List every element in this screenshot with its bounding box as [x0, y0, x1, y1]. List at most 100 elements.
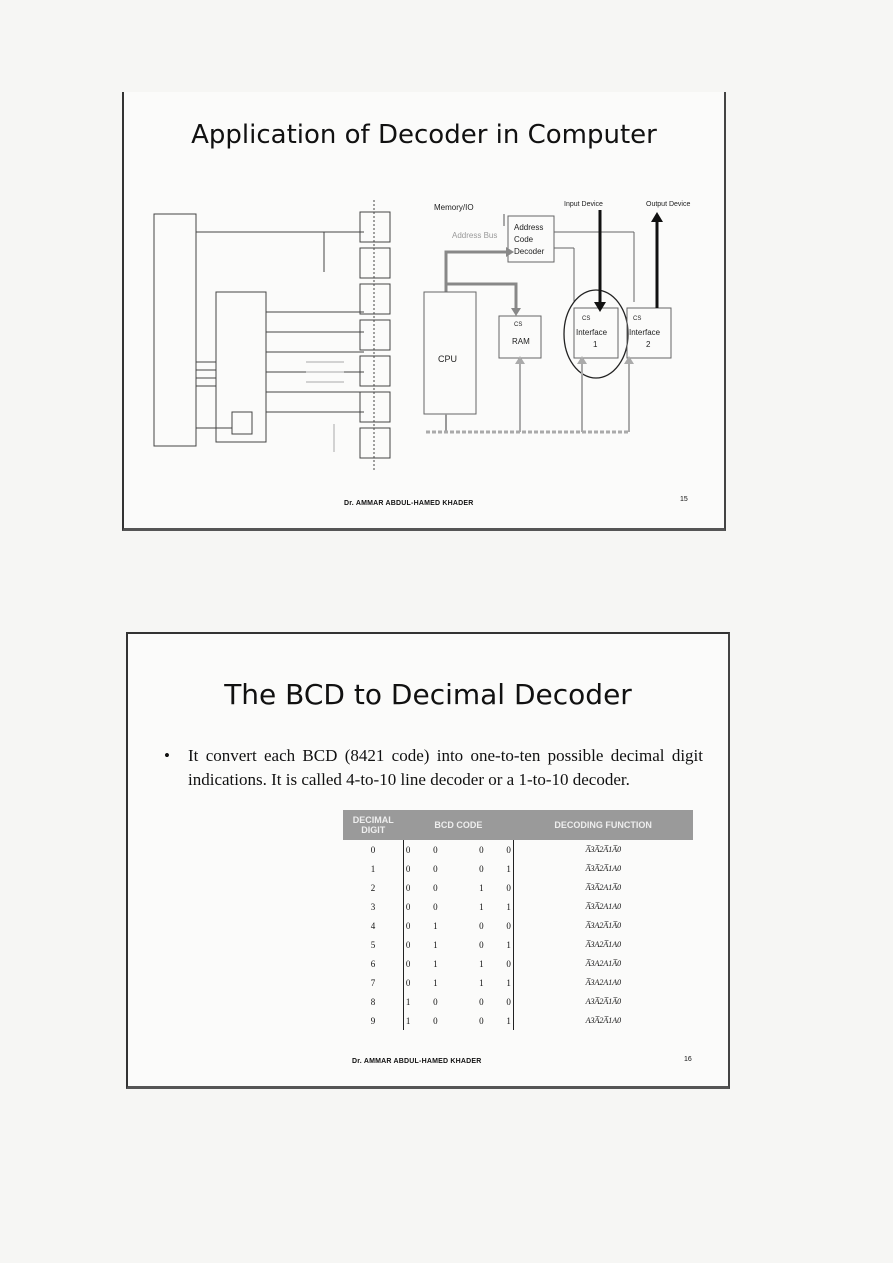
- address-code-decoder-block: [507, 215, 555, 263]
- interface-1-block: [573, 307, 619, 359]
- decoder-label-1: Address: [514, 223, 543, 232]
- bcd-bit-a2-cell: 0: [433, 863, 438, 874]
- decimal-digit-cell: 1: [370, 863, 376, 874]
- decimal-digit-cell: 6: [370, 958, 376, 969]
- decimal-digit-cell: 8: [370, 996, 376, 1007]
- decimal-digit-cell: 4: [370, 920, 376, 931]
- bcd-bit-a3-cell: 0: [403, 840, 413, 859]
- interface-1-cs-label: CS: [582, 316, 590, 322]
- bcd-bit-a0-cell: 1: [506, 1015, 511, 1026]
- bcd-bit-a3-cell: 0: [403, 954, 413, 973]
- bcd-bit-a2-cell: 0: [433, 996, 438, 1007]
- address-bus-arrow: [444, 250, 506, 292]
- slide-title: The BCD to Decimal Decoder: [224, 678, 632, 711]
- memory-chip-1: [359, 211, 391, 243]
- decimal-digit-cell: 0: [370, 844, 376, 855]
- bcd-bit-a0-cell: 0: [506, 920, 511, 931]
- bcd-truth-table: DECIMAL DIGIT BCD CODE DECODING FUNCTION…: [343, 810, 693, 1030]
- ram-label: RAM: [512, 337, 530, 346]
- bcd-bit-a0-cell: 1: [506, 977, 511, 988]
- memory-chip-2: [359, 247, 391, 279]
- memory-chip-7: [359, 427, 391, 459]
- bcd-bit-a2-cell: 1: [433, 977, 438, 988]
- decoding-function-cell: A̅3A̅2A1A̅0: [512, 878, 693, 897]
- bcd-bit-a2-cell: 0: [433, 882, 438, 893]
- block-diagram-right: Memory/IO Input Device Output Device Add…: [423, 201, 690, 434]
- bcd-bit-a3-cell: 0: [403, 916, 413, 935]
- bcd-bit-a0-cell: 1: [506, 939, 511, 950]
- decoding-function-cell: A̅3A2A̅1A̅0: [512, 916, 693, 935]
- slide-application-of-decoder: Application of Decoder in Computer: [122, 92, 726, 531]
- schematic-left: [153, 200, 391, 472]
- bcd-bit-a0-cell: 1: [506, 901, 511, 912]
- cpu-block: [423, 291, 477, 415]
- decimal-digit-cell: 2: [370, 882, 376, 893]
- bcd-bit-a3-cell: 1: [403, 992, 413, 1011]
- processor-block: [153, 213, 197, 447]
- decoder-label-2: Code: [514, 235, 534, 244]
- decoding-function-cell: A3A̅2A̅1A̅0: [512, 992, 693, 1011]
- memory-chip-6: [359, 391, 391, 423]
- bullet-text: It convert each BCD (8421 code) into one…: [188, 746, 703, 789]
- bcd-bit-a3-cell: 0: [403, 859, 413, 878]
- bcd-bit-a2-cell: 0: [433, 1015, 438, 1026]
- bcd-bit-a1-cell: 1: [479, 977, 484, 988]
- bcd-bit-a0-cell: 0: [506, 996, 511, 1007]
- decoding-function-cell: A̅3A̅2A1A0: [512, 897, 693, 916]
- decoding-function-cell: A̅3A2A̅1A0: [512, 935, 693, 954]
- bcd-bit-a1-cell: 0: [479, 920, 484, 931]
- decimal-digit-cell: 9: [370, 1015, 376, 1026]
- decoding-function-cell: A3A̅2A̅1A0: [512, 1011, 693, 1030]
- page-number: 16: [684, 1056, 692, 1063]
- bcd-bit-a1-cell: 0: [479, 844, 484, 855]
- page-number: 15: [680, 496, 688, 503]
- slide-title: Application of Decoder in Computer: [191, 120, 657, 150]
- bcd-bit-a0-cell: 1: [506, 863, 511, 874]
- header-decimal-digit: DECIMAL DIGIT: [343, 810, 404, 840]
- bcd-bit-a0-cell: 0: [506, 958, 511, 969]
- bcd-bit-a3-cell: 0: [403, 878, 413, 897]
- decimal-digit-cell: 5: [370, 939, 376, 950]
- cpu-label: CPU: [438, 354, 457, 364]
- header-bcd-code: BCD CODE: [412, 810, 505, 840]
- input-device-label: Input Device: [564, 201, 603, 208]
- bcd-bit-a0-cell: 0: [506, 882, 511, 893]
- bcd-bit-a0-cell: 0: [506, 844, 511, 855]
- decimal-digit-cell: 3: [370, 901, 376, 912]
- bcd-bit-a3-cell: 0: [403, 935, 413, 954]
- output-device-label: Output Device: [646, 201, 690, 208]
- bcd-bit-a2-cell: 0: [433, 901, 438, 912]
- decoder-label-3: Decoder: [514, 247, 545, 256]
- decoding-function-cell: A̅3A2A1A0: [512, 973, 693, 992]
- interface-2-label: Interface: [629, 328, 661, 337]
- bcd-bit-a1-cell: 1: [479, 958, 484, 969]
- slide-footer: Dr. AMMAR ABDUL-HAMED KHADER: [344, 500, 474, 507]
- bcd-bit-a1-cell: 0: [479, 863, 484, 874]
- decoder-chip-block: [215, 291, 267, 443]
- decoding-function-cell: A̅3A̅2A̅1A0: [512, 859, 693, 878]
- memory-chip-5: [359, 355, 391, 387]
- interface-2-cs-label: CS: [633, 316, 641, 322]
- slide-bcd-to-decimal-decoder: The BCD to Decimal Decoder • It convert …: [126, 632, 730, 1089]
- ram-cs-label: CS: [514, 322, 522, 328]
- bcd-bit-a2-cell: 0: [433, 844, 438, 855]
- memory-io-label: Memory/IO: [434, 203, 474, 212]
- bcd-bit-a1-cell: 1: [479, 882, 484, 893]
- bcd-bit-a2-cell: 1: [433, 939, 438, 950]
- decimal-digit-cell: 7: [370, 977, 376, 988]
- bullet-marker: •: [164, 746, 170, 765]
- interface-1-label: Interface: [576, 328, 608, 337]
- interface-1-number: 1: [593, 340, 598, 349]
- header-decoding-function: DECODING FUNCTION: [513, 810, 693, 840]
- bcd-bit-a1-cell: 0: [479, 1015, 484, 1026]
- bcd-bit-a1-cell: 1: [479, 901, 484, 912]
- interface-1-highlight-circle: [563, 289, 629, 379]
